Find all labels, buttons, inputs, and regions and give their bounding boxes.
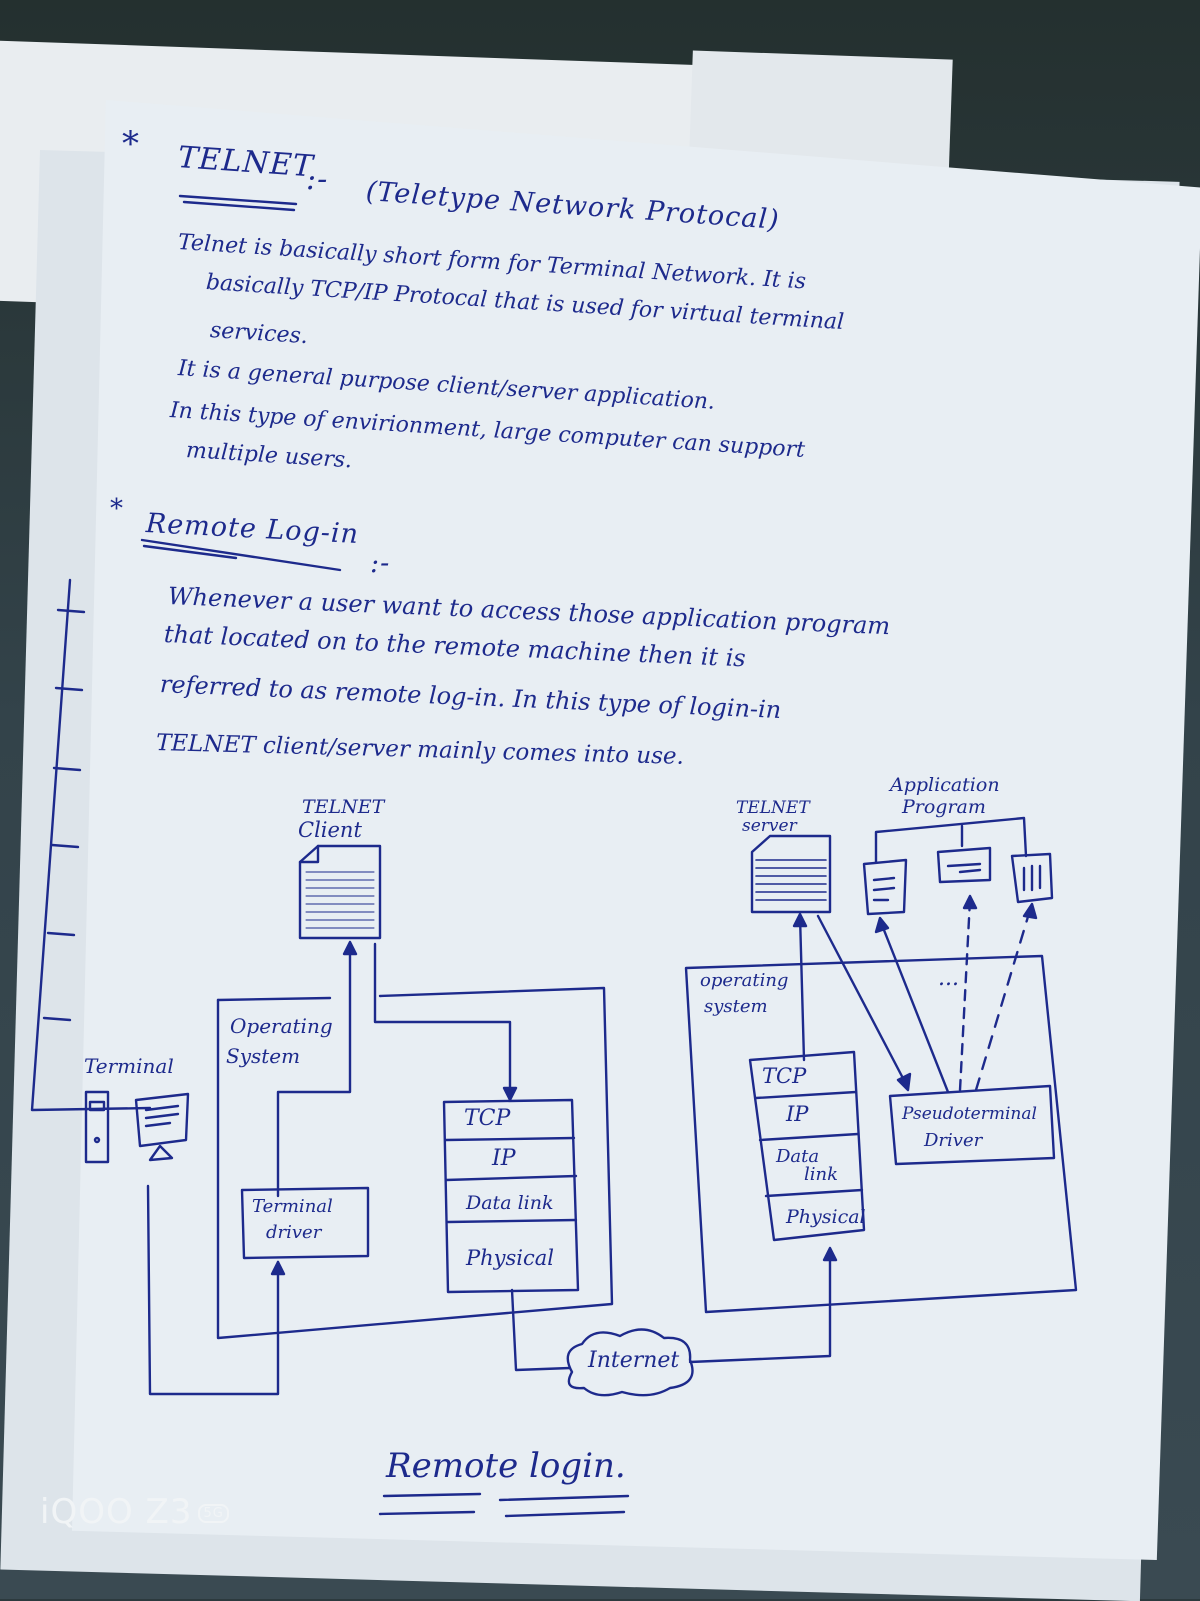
- ellipsis-dots: ...: [938, 966, 959, 991]
- heading-separator: :-: [306, 162, 329, 197]
- left-stack-tcp: TCP: [464, 1106, 511, 1131]
- title-underline: [178, 194, 298, 206]
- section-separator: :-: [370, 548, 391, 579]
- right-stack-physical: Physical: [786, 1206, 866, 1228]
- right-os-box: [684, 954, 1078, 1314]
- pseudoterminal-label: Driver: [924, 1130, 983, 1151]
- left-stack-datalink: Data link: [466, 1192, 554, 1214]
- left-os-label: System: [226, 1044, 301, 1068]
- left-os-box: [216, 986, 614, 1340]
- internet-cloud: [566, 1328, 694, 1397]
- application-window-icon: [1010, 852, 1054, 904]
- watermark-brand: iQOO Z3: [40, 1492, 193, 1532]
- application-program-label: Program: [902, 796, 986, 818]
- server-label: server: [742, 816, 797, 836]
- paper-sheet-notes: [72, 100, 1200, 1560]
- margin-bracket: [30, 578, 152, 1112]
- client-label: TELNET: [302, 796, 385, 818]
- watermark-5g-badge: 5G: [198, 1504, 229, 1523]
- right-stack-tcp: TCP: [762, 1064, 807, 1088]
- client-label: Client: [298, 818, 362, 842]
- right-protocol-stack: [748, 1050, 866, 1242]
- right-stack-ip: IP: [786, 1102, 809, 1126]
- terminal-driver-box: [240, 1186, 370, 1260]
- right-stack-data: Data: [776, 1146, 820, 1167]
- pseudoterminal-label: Pseudoterminal: [902, 1104, 1037, 1124]
- left-stack-ip: IP: [492, 1146, 516, 1171]
- terminal-driver-label: Terminal: [252, 1196, 333, 1217]
- application-program-label: Application: [890, 774, 1000, 796]
- right-os-label: operating: [700, 970, 789, 991]
- internet-label: Internet: [588, 1348, 680, 1373]
- terminal-label: Terminal: [84, 1054, 174, 1078]
- server-document-icon: [750, 834, 832, 914]
- terminal-computer-icon: [84, 1090, 190, 1164]
- pseudoterminal-driver-box: [888, 1084, 1056, 1166]
- section-underline: [142, 544, 238, 560]
- diagram-caption: Remote login.: [386, 1446, 626, 1486]
- client-document-icon: [298, 844, 382, 940]
- caption-underline: [498, 1494, 630, 1518]
- section-star: *: [110, 494, 124, 524]
- application-window-icon: [936, 846, 992, 884]
- right-stack-link: link: [804, 1164, 839, 1185]
- left-protocol-stack: [442, 1098, 580, 1294]
- title-underline: [182, 200, 296, 212]
- camera-watermark: iQOO Z3 5G: [40, 1492, 229, 1532]
- terminal-driver-label: driver: [266, 1222, 322, 1243]
- left-os-label: Operating: [230, 1014, 333, 1038]
- section-underline: [140, 538, 342, 572]
- caption-underline: [378, 1492, 482, 1516]
- application-window-icon: [862, 858, 908, 916]
- heading-star: *: [122, 124, 140, 164]
- server-label: TELNET: [736, 798, 810, 818]
- left-stack-physical: Physical: [466, 1246, 555, 1270]
- right-os-label: system: [704, 996, 768, 1017]
